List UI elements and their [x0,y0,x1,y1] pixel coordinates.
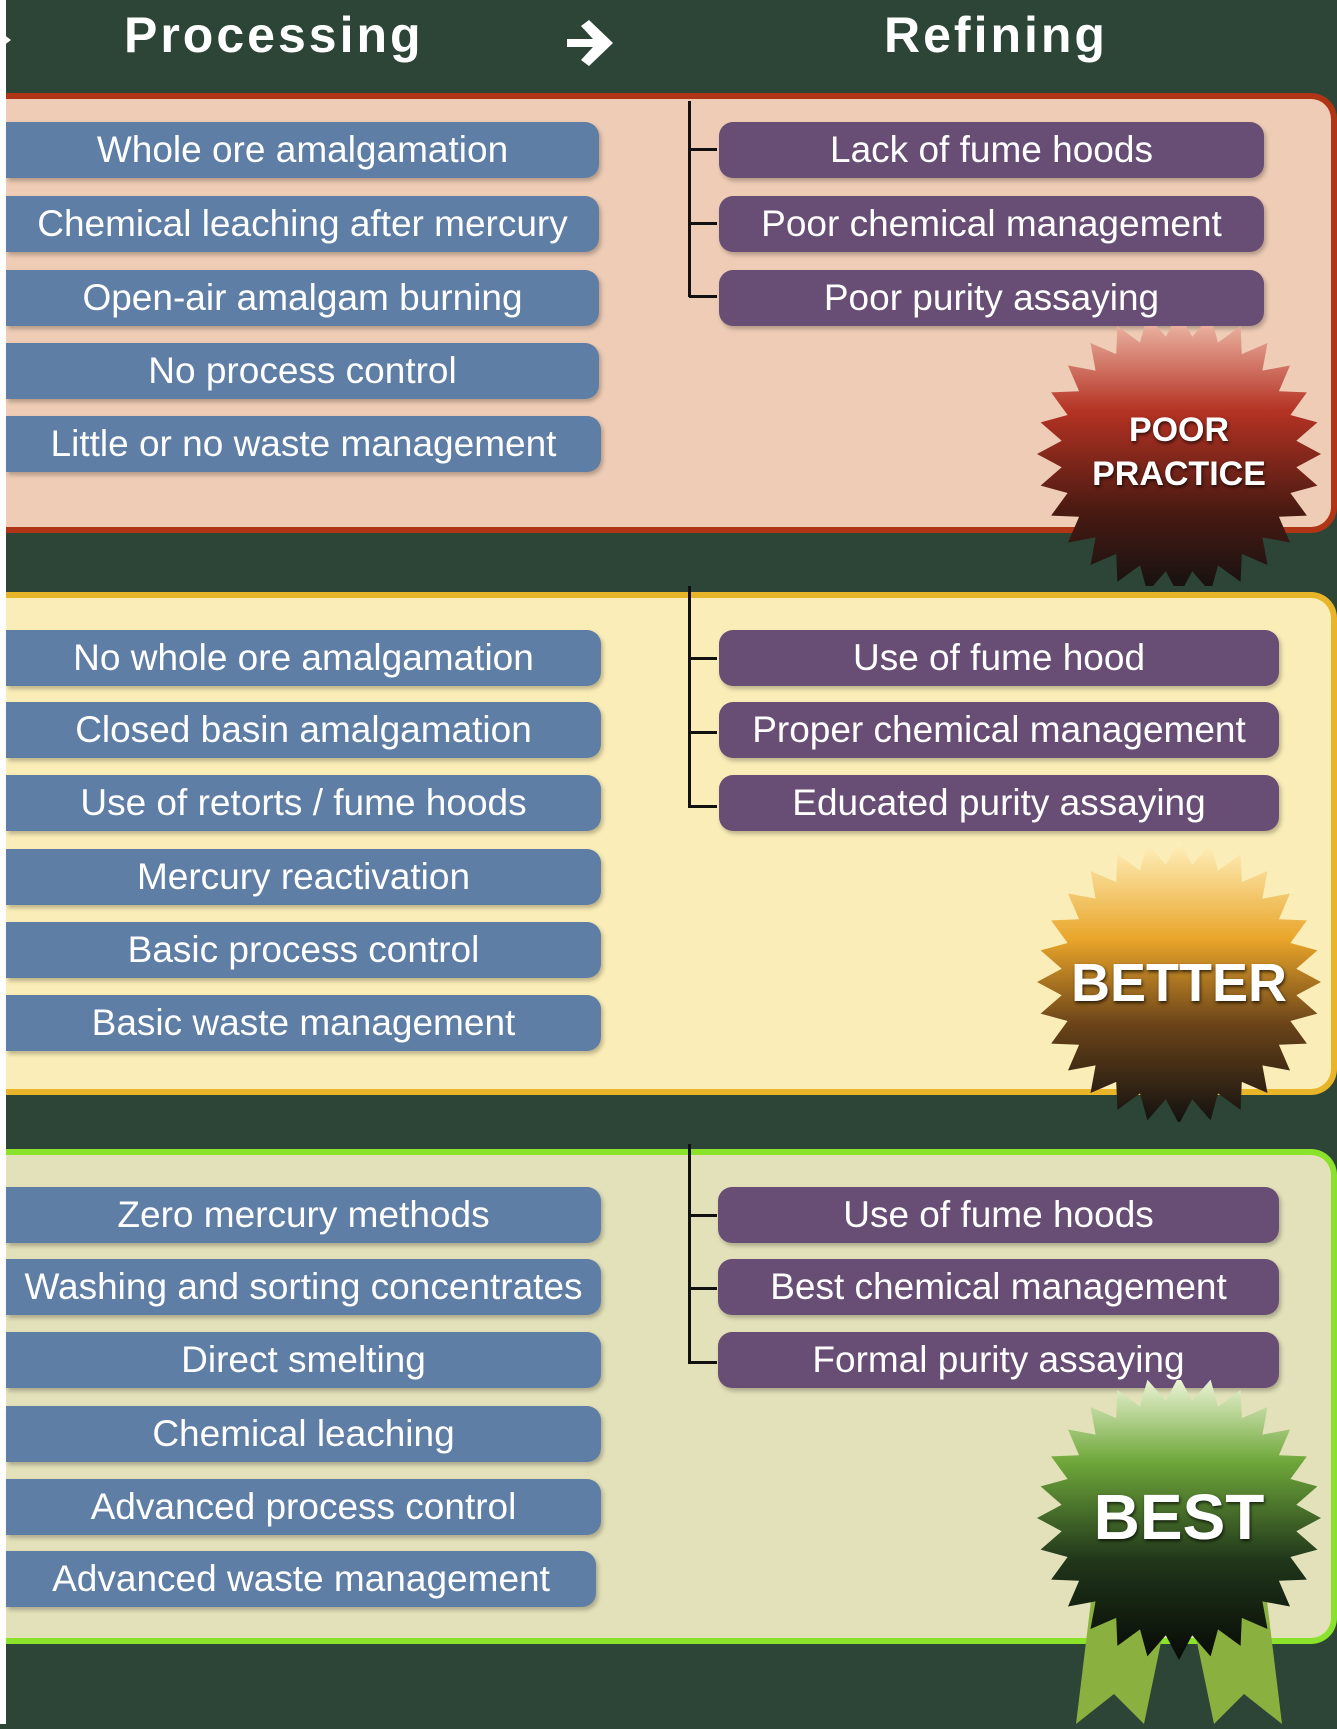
processing-item: Advanced waste management [6,1551,596,1607]
badge-line-2: PRACTICE [1092,455,1266,493]
refining-item: Poor chemical management [719,196,1264,252]
refining-item: Best chemical management [718,1259,1279,1315]
badge-label: BEST [1093,1481,1265,1553]
processing-item: Basic waste management [6,995,601,1051]
processing-item: Zero mercury methods [6,1187,601,1243]
bracket-tick [689,657,717,660]
bracket-tick [689,731,717,734]
refining-item: Proper chemical management [719,702,1279,758]
processing-item: Whole ore amalgamation [6,122,599,178]
processing-item: No process control [6,343,599,399]
refining-bracket [688,1144,719,1364]
bracket-tick [689,805,717,808]
bracket-tick [689,1361,717,1364]
poor-practice-badge: POOR PRACTICE [1036,312,1322,596]
better-badge: BETTER [1036,840,1322,1124]
refining-bracket [688,101,719,297]
processing-item: Washing and sorting concentrates [6,1259,601,1315]
refining-item: Lack of fume hoods [719,122,1264,178]
bracket-tick [689,295,717,298]
refining-bracket [688,586,719,808]
left-edge-strip [0,0,6,1724]
header-processing: Processing [124,7,424,63]
starburst-seal-icon [1037,840,1321,1124]
processing-item: Use of retorts / fume hoods [6,775,601,831]
processing-item: Direct smelting [6,1332,601,1388]
refining-item: Formal purity assaying [718,1332,1279,1388]
processing-item: Little or no waste management [6,416,601,472]
processing-item: Chemical leaching [6,1406,601,1462]
ribbon-seal-icon [1037,1376,1321,1724]
processing-item: Closed basin amalgamation [6,702,601,758]
badge-label: BETTER [1071,953,1287,1013]
best-badge: BEST [1036,1376,1322,1724]
badge-line-1: POOR [1128,411,1230,449]
processing-item: Chemical leaching after mercury [6,196,599,252]
bracket-tick [689,1287,717,1290]
bracket-tick [689,222,717,225]
refining-item: Use of fume hoods [718,1187,1279,1243]
processing-item: Open-air amalgam burning [6,270,599,326]
bracket-tick [689,148,717,151]
refining-item: Use of fume hood [719,630,1279,686]
processing-item: Mercury reactivation [6,849,601,905]
refining-item: Poor purity assaying [719,270,1264,326]
processing-item: Advanced process control [6,1479,601,1535]
header-refining: Refining [884,7,1108,63]
bracket-tick [689,1214,717,1217]
processing-item: No whole ore amalgamation [6,630,601,686]
partial-arrow-icon [3,34,11,46]
refining-item: Educated purity assaying [719,775,1279,831]
processing-item: Basic process control [6,922,601,978]
starburst-seal-icon [1037,312,1321,596]
right-arrow-icon [567,20,613,66]
